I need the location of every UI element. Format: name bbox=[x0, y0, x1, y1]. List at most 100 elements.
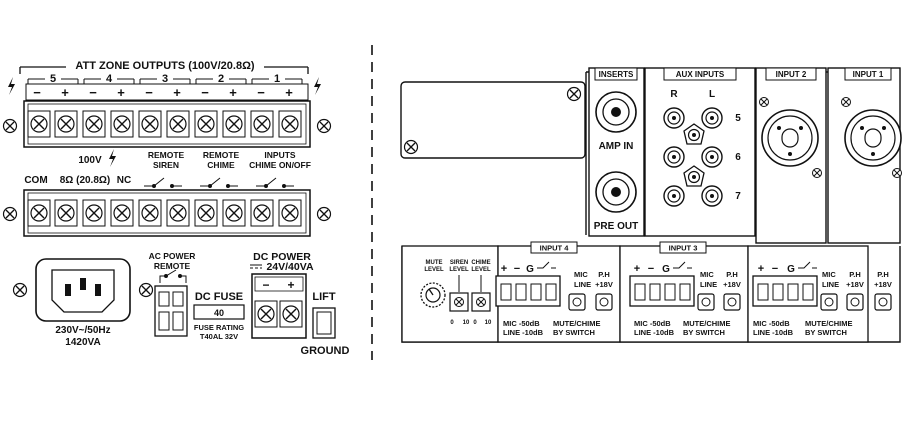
aux-6-l-jack[interactable] bbox=[701, 146, 723, 168]
mount-screw-icon bbox=[138, 282, 154, 298]
mount-screw-icon bbox=[2, 206, 18, 222]
svg-text:−: − bbox=[772, 263, 778, 275]
pre-out-jack[interactable] bbox=[595, 171, 637, 213]
svg-text:−: − bbox=[648, 263, 654, 275]
input-2-sens-2: LINE -10dB bbox=[753, 328, 794, 337]
input-3-sens-1: MIC -50dB bbox=[634, 319, 671, 328]
svg-text:+: + bbox=[117, 85, 125, 100]
ground-label: GROUND bbox=[301, 345, 350, 357]
input-4-phantom-switch[interactable] bbox=[595, 293, 613, 311]
svg-text:+: + bbox=[634, 263, 640, 275]
input-2-mute-2: BY SWITCH bbox=[805, 328, 847, 337]
input-1-label: INPUT 1 bbox=[853, 70, 884, 79]
mount-screw-icon bbox=[316, 206, 332, 222]
input-3-line-label: LINE bbox=[700, 280, 717, 289]
fuse-value: 40 bbox=[214, 308, 224, 318]
input-4-mic-line-switch[interactable] bbox=[568, 293, 586, 311]
remote-siren-label-2: SIREN bbox=[153, 160, 179, 170]
input-3-mic-line-switch[interactable] bbox=[697, 293, 715, 311]
aux-6-label: 6 bbox=[735, 152, 741, 163]
input-4-mute-1: MUTE/CHIME bbox=[553, 319, 601, 328]
input-4-ph-volt: +18V bbox=[595, 280, 613, 289]
chime-level-trimmer[interactable] bbox=[471, 292, 491, 312]
input-2-ph-label: P.H bbox=[849, 270, 861, 279]
input-4-ph-label: P.H bbox=[598, 270, 610, 279]
mount-screw-icon bbox=[316, 118, 332, 134]
high-voltage-right-icon bbox=[314, 77, 321, 95]
input-1-xlr-jack[interactable] bbox=[844, 109, 902, 167]
att-zone-terminal-strip[interactable] bbox=[23, 100, 311, 148]
input-2-phantom-switch[interactable] bbox=[846, 293, 864, 311]
lift-label: LIFT bbox=[312, 291, 335, 303]
aux-5-l-jack[interactable] bbox=[701, 107, 723, 129]
mute-level-knob[interactable] bbox=[420, 282, 446, 308]
dc-fuse-holder[interactable]: 40 bbox=[193, 304, 245, 320]
inputs-chime-label-2: CHIME ON/OFF bbox=[249, 160, 311, 170]
inputs-chime-label-1: INPUTS bbox=[264, 150, 296, 160]
siren-level-trimmer[interactable] bbox=[449, 292, 469, 312]
input-4-terminal[interactable] bbox=[495, 275, 561, 307]
input-1-phantom-switch[interactable] bbox=[874, 293, 892, 311]
input-3-label: INPUT 3 bbox=[669, 244, 698, 253]
ac-power-remote-label-1: AC POWER bbox=[149, 251, 196, 261]
zone-1-bracket: 1 bbox=[251, 72, 303, 85]
mute-level-label-2: LEVEL bbox=[424, 267, 444, 273]
zone-4-bracket: 4 bbox=[83, 72, 135, 85]
amp-in-jack[interactable] bbox=[595, 91, 637, 133]
svg-text:−: − bbox=[89, 85, 97, 100]
ac-inlet-label-1: 230V~/50Hz bbox=[55, 325, 110, 336]
ac-remote-switch-symbol bbox=[159, 269, 187, 283]
input-3-switch-symbol bbox=[673, 261, 692, 269]
siren-scale-min: 0 bbox=[450, 320, 454, 326]
aux-inputs-section: AUX INPUTS bbox=[644, 67, 756, 237]
aux-5-label: 5 bbox=[735, 113, 741, 124]
com-label: COM bbox=[24, 175, 47, 186]
input-1-ph-volt: +18V bbox=[874, 280, 892, 289]
remote-siren-label-1: REMOTE bbox=[148, 150, 185, 160]
input-1-ph-label: P.H bbox=[877, 270, 889, 279]
aux-inputs-label: AUX INPUTS bbox=[676, 70, 725, 79]
dc-fuse-label: DC FUSE bbox=[195, 291, 243, 303]
switch-symbols bbox=[144, 177, 294, 188]
aux-7-r-jack[interactable] bbox=[663, 185, 685, 207]
input-4-sens-1: MIC -50dB bbox=[503, 319, 540, 328]
aux-6-r-jack[interactable] bbox=[663, 146, 685, 168]
control-terminal-strip[interactable] bbox=[23, 189, 311, 237]
svg-text:G: G bbox=[662, 264, 670, 275]
svg-text:+: + bbox=[173, 85, 181, 100]
att-zone-title: ATT ZONE OUTPUTS (100V/20.8Ω) bbox=[75, 60, 254, 72]
input-3-mute-1: MUTE/CHIME bbox=[683, 319, 731, 328]
input-3-ph-volt: +18V bbox=[723, 280, 741, 289]
remote-chime-label-1: REMOTE bbox=[203, 150, 240, 160]
input-4-label: INPUT 4 bbox=[540, 244, 570, 253]
ground-lift-switch[interactable] bbox=[312, 307, 336, 339]
input-4-mic-label: MIC bbox=[574, 270, 588, 279]
svg-text:G: G bbox=[526, 264, 534, 275]
siren-level-label-1: SIREN bbox=[450, 260, 468, 266]
aux-5-r-jack[interactable] bbox=[663, 107, 685, 129]
zone-2-bracket: 2 bbox=[195, 72, 247, 85]
zone-5-label: 5 bbox=[50, 73, 56, 85]
zone-1-label: 1 bbox=[274, 73, 280, 85]
input-2-mic-line-switch[interactable] bbox=[820, 293, 838, 311]
dc-power-terminal[interactable]: − + bbox=[251, 273, 307, 339]
ohm-label: 8Ω (20.8Ω) bbox=[60, 175, 111, 186]
input-2-xlr-jack[interactable] bbox=[761, 109, 819, 167]
input-3-terminal[interactable] bbox=[629, 275, 695, 307]
input-3-phantom-switch[interactable] bbox=[723, 293, 741, 311]
ac-power-remote-label-2: REMOTE bbox=[154, 261, 191, 271]
zone-4-label: 4 bbox=[106, 73, 113, 85]
input-3-ph-label: P.H bbox=[726, 270, 738, 279]
chime-level-label-1: CHIME bbox=[471, 260, 490, 266]
chime-scale-min: 0 bbox=[473, 320, 477, 326]
input-2-line-label: LINE bbox=[822, 280, 839, 289]
dc-power-label-1: DC POWER bbox=[253, 251, 311, 263]
input-2-terminal[interactable] bbox=[752, 275, 818, 307]
ac-inlet[interactable] bbox=[35, 258, 131, 322]
svg-text:+: + bbox=[285, 85, 293, 100]
aux-7-l-jack[interactable] bbox=[701, 185, 723, 207]
ac-power-remote-terminal[interactable] bbox=[154, 285, 188, 337]
svg-text:+: + bbox=[501, 263, 507, 275]
mount-screw-icon bbox=[12, 282, 28, 298]
